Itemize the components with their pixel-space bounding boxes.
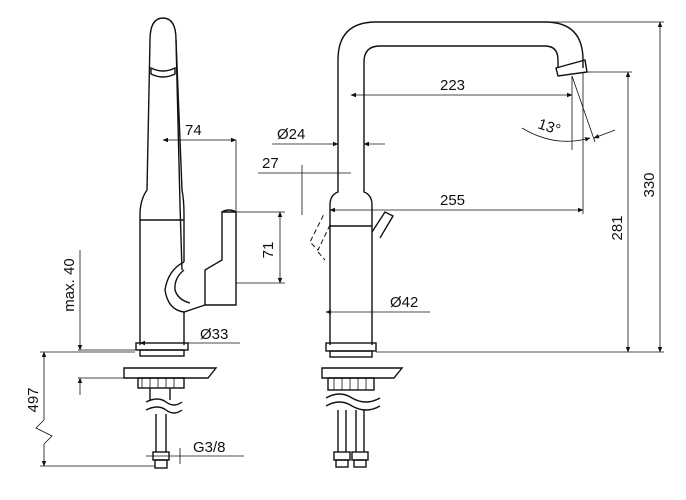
front-base-ring-2 [329, 350, 373, 358]
front-break-line-2 [325, 401, 381, 411]
front-deck-plate [321, 367, 404, 379]
dim-d33: Ø33 [200, 326, 228, 343]
side-hoses-top [149, 388, 171, 400]
side-lever-top [221, 209, 237, 213]
front-lever-alt [309, 213, 331, 251]
front-lever-alt-tip [317, 251, 326, 261]
dim-max40: max. 40 [61, 258, 78, 311]
dim-223: 223 [440, 77, 465, 94]
side-lever [204, 211, 237, 306]
angle-arc [521, 127, 591, 142]
side-spout-outline [149, 17, 183, 271]
side-spout-right-edge [175, 39, 185, 262]
side-base-ring-2 [139, 349, 185, 357]
dim-330: 330 [641, 172, 658, 197]
dim-d42: Ø42 [390, 294, 418, 311]
side-aerator [150, 66, 176, 78]
dim-255: 255 [440, 192, 465, 209]
front-base-ring [325, 342, 377, 352]
front-fitting-4 [353, 459, 367, 468]
front-spout-outer [329, 21, 584, 345]
side-nut-threads [141, 378, 175, 388]
dim-d24: Ø24 [277, 126, 305, 143]
side-nut [137, 377, 185, 389]
side-break-line [145, 398, 183, 406]
front-spout-inner [363, 45, 559, 345]
front-nut-threads [333, 378, 367, 390]
side-hoses-bottom [155, 414, 167, 452]
dim-74: 74 [185, 122, 202, 139]
side-break-line-2 [145, 406, 183, 414]
dim-71: 71 [260, 242, 277, 259]
dim-line-497-break [35, 419, 53, 445]
dim-g38: G3/8 [193, 439, 226, 456]
side-spout-left-edge [139, 39, 151, 345]
angle-arrow [593, 129, 616, 139]
front-dimensions: 223 13° Ø24 27 255 Ø42 281 330 [258, 21, 664, 353]
side-lever-socket [164, 261, 206, 313]
side-fitting-2 [154, 459, 168, 469]
front-fitting-2 [351, 451, 369, 461]
front-nut [327, 377, 375, 391]
front-break-line [325, 393, 381, 403]
front-fitting-1 [333, 451, 351, 461]
front-view [309, 21, 588, 468]
side-base-ring [135, 342, 189, 351]
side-lever-socket-inner [174, 269, 191, 304]
dim-13deg: 13° [536, 116, 563, 139]
front-hoses [337, 410, 365, 452]
side-dimensions: 74 71 max. 40 Ø33 497 G3/8 [25, 122, 285, 467]
side-view [123, 17, 237, 469]
dim-497: 497 [25, 387, 42, 412]
side-deck-plate [123, 367, 218, 379]
front-fitting-3 [335, 459, 349, 468]
angle-line [571, 75, 596, 143]
dim-281: 281 [609, 215, 626, 240]
front-lever [371, 211, 394, 239]
dim-27: 27 [262, 155, 279, 172]
